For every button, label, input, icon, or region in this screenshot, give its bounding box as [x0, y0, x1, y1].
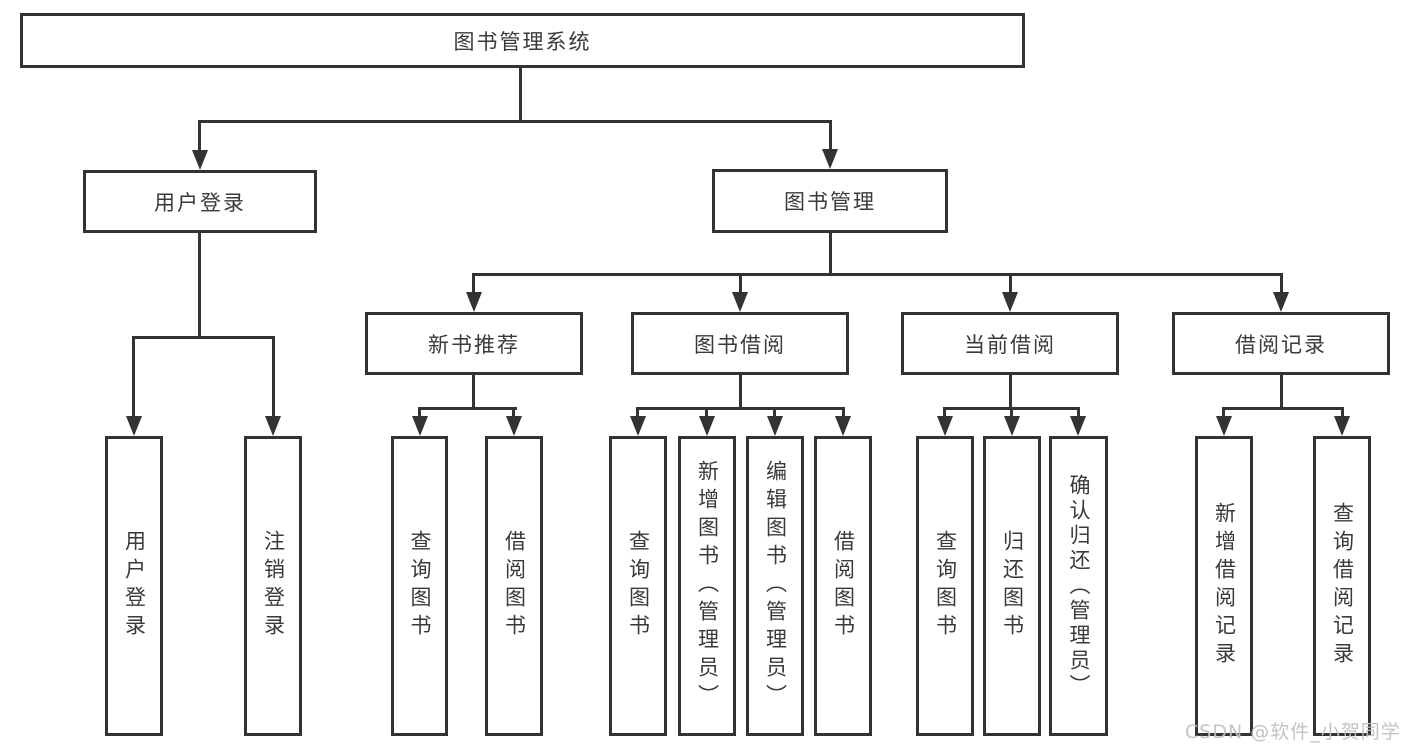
connector-to-current-borrow: [1009, 273, 1012, 292]
leaf-label: 新增借阅记录: [1212, 502, 1237, 670]
connector-book-management-rail: [472, 273, 1283, 276]
connector-to-cb-return: [1010, 407, 1013, 418]
connector-borrow-records-stem: [1280, 375, 1283, 407]
leaf-label: 借阅图书: [831, 530, 856, 642]
arrowhead-book-borrow: [732, 292, 748, 312]
connector-to-bb-borrow: [842, 407, 845, 418]
arrowhead-bb-borrow: [835, 416, 851, 436]
arrowhead-cb-query: [937, 416, 953, 436]
connector-to-br-add: [1222, 407, 1225, 418]
connector-to-bb-edit: [773, 407, 776, 418]
connector-user-login-rail: [132, 336, 275, 339]
arrowhead-bb-add: [699, 416, 715, 436]
connector-user-login-stem: [198, 233, 201, 336]
leaf-borrow-edit-books-admin: 编辑图书（管理员）: [746, 436, 804, 736]
arrowhead-new-book-recommend: [466, 292, 482, 312]
node-label: 用户登录: [154, 190, 246, 215]
leaf-records-add-record: 新增借阅记录: [1195, 436, 1253, 736]
node-new-book-recommend: 新书推荐: [365, 312, 583, 375]
node-current-borrow: 当前借阅: [901, 312, 1119, 375]
connector-to-book-borrow: [739, 273, 742, 292]
node-book-management: 图书管理: [712, 169, 948, 233]
leaf-borrow-borrow-books: 借阅图书: [814, 436, 872, 736]
leaf-label: 查询图书: [408, 530, 432, 642]
leaf-label: 新增图书（管理员）: [695, 460, 720, 712]
connector-book-management-stem: [829, 233, 832, 273]
connector-to-recommend-query: [418, 407, 421, 418]
leaf-current-confirm-return-admin: 确认归还（管理员）: [1049, 436, 1108, 736]
connector-to-logout-op: [272, 336, 275, 418]
connector-to-cb-confirm: [1077, 407, 1080, 418]
arrowhead-current-borrow: [1002, 292, 1018, 312]
arrowhead-logout-op: [265, 416, 281, 436]
arrowhead-bb-edit: [767, 416, 783, 436]
connector-borrow-records-rail: [1222, 407, 1344, 410]
leaf-label: 归还图书: [1000, 530, 1025, 642]
arrowhead-cb-confirm: [1070, 416, 1086, 436]
leaf-label: 借阅图书: [502, 530, 527, 642]
leaf-current-return-books: 归还图书: [983, 436, 1041, 736]
node-label: 图书借阅: [694, 332, 786, 357]
leaf-label: 确认归还（管理员）: [1067, 473, 1091, 699]
arrowhead-recommend-borrow: [506, 416, 522, 436]
connector-to-br-query: [1341, 407, 1344, 418]
node-book-borrow: 图书借阅: [631, 312, 849, 375]
leaf-logout-op: 注销登录: [244, 436, 302, 736]
connector-root-rail: [198, 120, 832, 123]
leaf-recommend-query-books: 查询图书: [391, 436, 448, 736]
leaf-borrow-add-books-admin: 新增图书（管理员）: [678, 436, 736, 736]
connector-to-recommend-borrow: [512, 407, 515, 418]
leaf-current-query-books: 查询图书: [916, 436, 974, 736]
leaf-label: 查询图书: [626, 530, 651, 642]
leaf-recommend-borrow-books: 借阅图书: [485, 436, 543, 736]
arrowhead-borrow-records: [1273, 292, 1289, 312]
node-library-management-system: 图书管理系统: [20, 13, 1025, 68]
node-label: 借阅记录: [1235, 332, 1327, 357]
node-label: 图书管理: [784, 190, 876, 214]
connector-current-borrow-stem: [1009, 375, 1012, 407]
connector-recommend-stem: [472, 375, 475, 407]
connector-recommend-rail: [418, 407, 517, 410]
connector-root-stem: [519, 68, 522, 120]
arrowhead-login-op: [126, 416, 142, 436]
leaf-borrow-query-books: 查询图书: [609, 436, 667, 736]
leaf-records-query-record: 查询借阅记录: [1313, 436, 1371, 736]
node-label: 当前借阅: [964, 332, 1056, 357]
leaf-label: 编辑图书（管理员）: [763, 460, 788, 712]
node-label: 新书推荐: [428, 332, 520, 357]
connector-to-borrow-records: [1280, 273, 1283, 292]
leaf-user-login-op: 用户登录: [105, 436, 163, 736]
connector-to-login-op: [132, 336, 135, 418]
connector-to-bb-add: [705, 407, 708, 418]
arrowhead-br-query: [1334, 416, 1350, 436]
connector-to-bb-query: [636, 407, 639, 418]
arrowhead-br-add: [1216, 416, 1232, 436]
connector-book-borrow-rail: [636, 407, 845, 410]
arrowhead-bb-query: [630, 416, 646, 436]
connector-to-book-management: [829, 120, 832, 150]
node-label: 图书管理系统: [453, 29, 592, 54]
connector-to-cb-query: [943, 407, 946, 418]
connector-book-borrow-stem: [739, 375, 742, 407]
leaf-label: 查询图书: [933, 530, 958, 642]
leaf-label: 用户登录: [122, 530, 147, 642]
arrowhead-cb-return: [1004, 416, 1020, 436]
arrowhead-recommend-query: [412, 416, 428, 436]
connector-to-new-book-recommend: [472, 273, 475, 292]
node-borrow-records: 借阅记录: [1172, 312, 1390, 375]
connector-to-user-login: [198, 120, 201, 150]
arrowhead-book-management: [822, 149, 838, 169]
arrowhead-user-login: [192, 150, 208, 170]
csdn-watermark: CSDN @软件_小贺同学: [1185, 721, 1401, 743]
leaf-label: 查询借阅记录: [1330, 502, 1355, 670]
leaf-label: 注销登录: [261, 530, 286, 642]
node-user-login: 用户登录: [83, 170, 317, 233]
